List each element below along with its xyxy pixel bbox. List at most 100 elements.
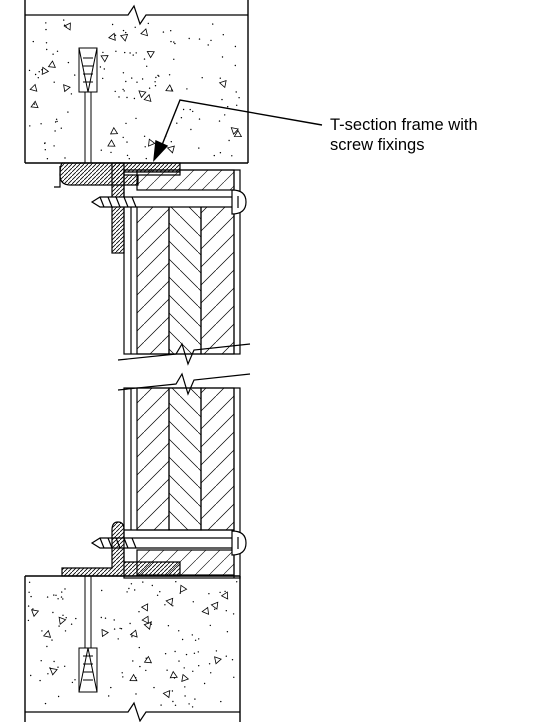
concrete-dot — [135, 52, 137, 54]
concrete-dot — [221, 98, 223, 101]
concrete-dot — [191, 706, 194, 708]
concrete-dot — [236, 581, 238, 583]
concrete-dot — [159, 591, 161, 593]
concrete-aggregate — [47, 60, 56, 68]
concrete-dot — [104, 617, 107, 619]
concrete-dot — [41, 630, 43, 632]
break-line-top — [25, 4, 248, 26]
concrete-dot — [210, 39, 212, 42]
concrete-dot — [236, 104, 238, 107]
concrete-dot — [28, 591, 30, 593]
concrete-dot — [173, 58, 175, 60]
concrete-dot — [150, 623, 153, 625]
concrete-dot — [184, 695, 186, 697]
concrete-dot — [46, 596, 49, 598]
concrete-dot — [45, 22, 47, 24]
concrete-dot — [145, 157, 147, 160]
concrete-dot — [52, 53, 54, 55]
concrete-dot — [122, 136, 124, 139]
concrete-dot — [224, 590, 226, 593]
concrete-dot — [63, 19, 65, 21]
concrete-dot — [57, 666, 59, 668]
concrete-dot — [141, 78, 144, 80]
concrete-dot — [193, 652, 196, 654]
concrete-dot — [122, 676, 124, 678]
concrete-dot — [135, 693, 137, 695]
concrete-dot — [188, 37, 190, 40]
concrete-dot — [135, 117, 137, 120]
concrete-dot — [178, 630, 180, 632]
concrete-dot — [138, 611, 140, 613]
concrete-dot — [113, 619, 115, 621]
concrete-dot — [146, 65, 148, 68]
concrete-dot — [70, 93, 73, 95]
concrete-aggregate — [30, 609, 40, 618]
concrete-aggregate — [181, 673, 190, 683]
concrete-dot — [142, 581, 144, 583]
concrete-dot — [219, 77, 221, 79]
concrete-dot — [157, 74, 159, 77]
concrete-dot — [110, 151, 112, 154]
concrete-dot — [110, 686, 112, 689]
concrete-dot — [212, 23, 214, 25]
annotation-line-1: T-section frame with — [330, 116, 478, 134]
concrete-dot — [139, 665, 141, 668]
concrete-dot — [131, 636, 133, 638]
concrete-dot — [58, 625, 60, 627]
concrete-dot — [176, 122, 178, 124]
concrete-dot — [178, 660, 180, 662]
concrete-dot — [143, 135, 146, 137]
concrete-dot — [52, 611, 54, 614]
concrete-dot — [208, 593, 210, 595]
concrete-aggregate — [162, 689, 171, 699]
concrete-dot — [179, 592, 181, 594]
concrete-dot — [234, 64, 236, 67]
concrete-aggregate — [201, 606, 210, 615]
concrete-dot — [233, 676, 235, 678]
concrete-dot — [123, 90, 125, 92]
concrete-dot — [164, 604, 166, 606]
concrete-dot — [172, 700, 174, 703]
concrete-dot — [131, 77, 133, 79]
concrete-aggregate — [109, 126, 119, 135]
concrete-dot — [170, 40, 172, 43]
concrete-dot — [62, 614, 64, 616]
concrete-aggregate — [63, 22, 71, 31]
concrete-dot — [153, 686, 155, 689]
concrete-dot — [64, 157, 66, 159]
concrete-dot — [226, 631, 229, 633]
concrete-dot — [124, 51, 126, 54]
concrete-dot — [119, 627, 121, 630]
concrete-aggregate — [42, 629, 52, 638]
concrete-aggregate — [220, 591, 229, 600]
concrete-dot — [44, 149, 46, 151]
concrete-dot — [71, 681, 74, 684]
concrete-aggregate — [100, 55, 109, 63]
concrete-aggregate — [138, 90, 147, 99]
concrete-dot — [192, 601, 194, 603]
concrete-dot — [128, 587, 130, 590]
concrete-dot — [198, 118, 201, 120]
concrete-dot — [103, 68, 106, 70]
t-section-frame-bottom — [61, 521, 181, 577]
concrete-dot — [46, 158, 49, 160]
concrete-dot — [192, 110, 194, 113]
concrete-aggregate — [119, 33, 129, 42]
concrete-dot — [67, 61, 70, 64]
concrete-dot — [126, 591, 128, 593]
glazing-panel-upper — [123, 169, 241, 355]
concrete-aggregate — [233, 129, 243, 138]
concrete-dot — [27, 605, 30, 607]
concrete-dot — [154, 85, 157, 87]
concrete-aggregate — [129, 673, 138, 682]
concrete-aggregate — [58, 616, 67, 625]
concrete-aggregate — [63, 84, 71, 93]
concrete-dot — [126, 141, 128, 143]
concrete-dot — [209, 624, 211, 627]
concrete-dot — [138, 646, 140, 649]
concrete-dot — [39, 679, 41, 682]
concrete-dot — [32, 608, 34, 610]
concrete-dot — [194, 639, 197, 641]
concrete-dot — [37, 77, 39, 79]
concrete-dot — [64, 588, 66, 590]
